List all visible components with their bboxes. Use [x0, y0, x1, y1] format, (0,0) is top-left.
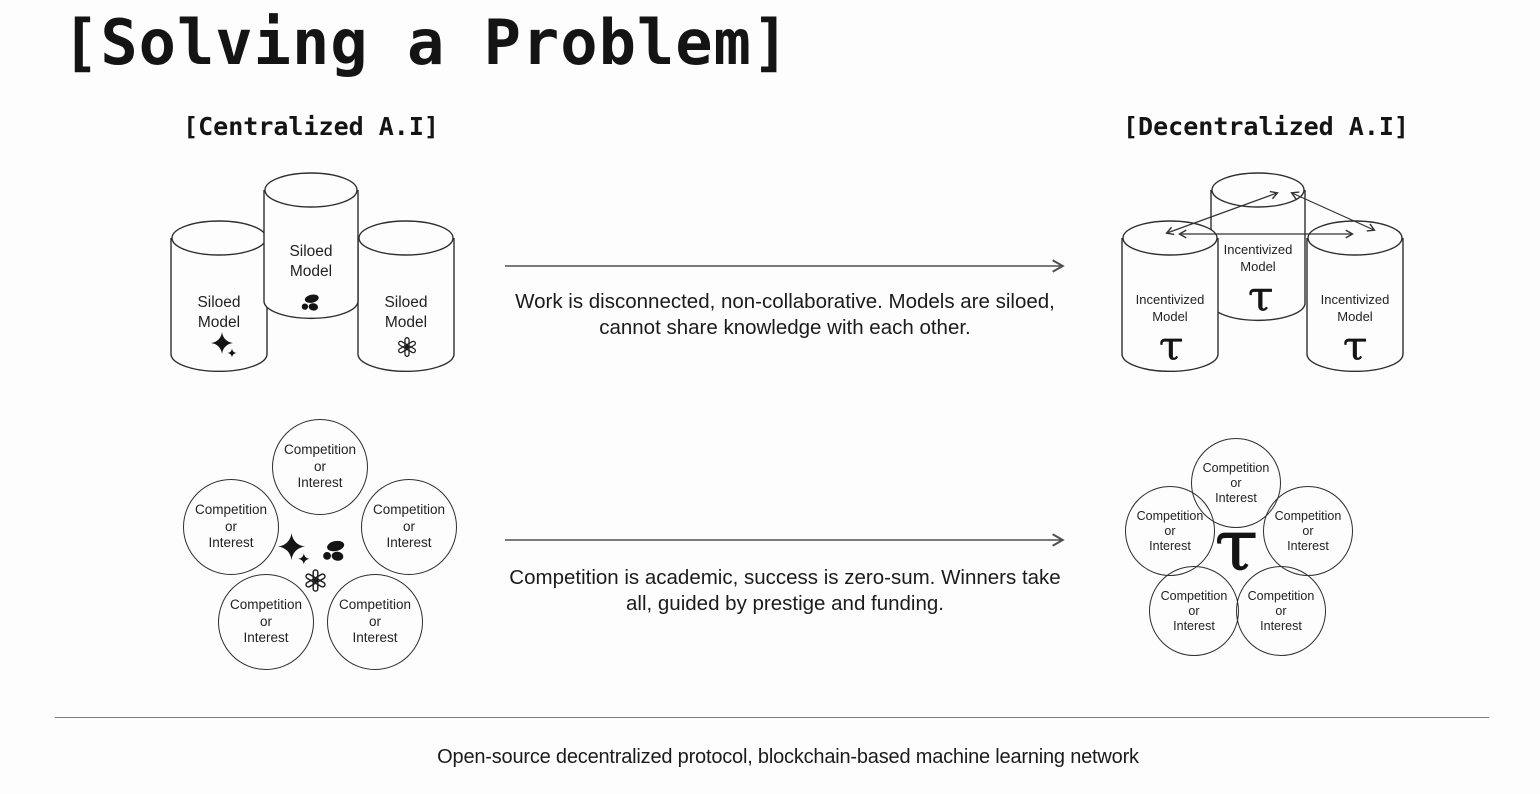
decentralized-label: [Decentralized A.I] [1123, 112, 1409, 141]
tau-icon [1344, 338, 1367, 360]
tau-icon [1249, 288, 1272, 311]
cylinder-label: Siloed Model [197, 294, 241, 332]
competition-circle: Competition or Interest [1125, 486, 1215, 576]
cylinder-label: Siloed Model [289, 243, 333, 281]
circle-label: Competition or Interest [194, 502, 268, 551]
incentivized-model-cylinder: Incentivized Model [1306, 220, 1404, 372]
incentivized-model-cylinder: Incentivized Model [1121, 220, 1219, 372]
competition-circle: Competition or Interest [218, 574, 314, 670]
row2-description: Competition is academic, success is zero… [509, 566, 1061, 616]
openai-icon [303, 568, 328, 593]
competition-circle: Competition or Interest [327, 574, 423, 670]
siloed-model-cylinder: Siloed Model [263, 172, 359, 320]
competition-circle: Competition or Interest [1149, 566, 1239, 656]
siloed-model-cylinder: Siloed Model [170, 220, 268, 372]
competition-circle: Competition or Interest [272, 419, 368, 515]
gemini-sparkle-icon [278, 533, 310, 565]
cylinder-shape [170, 220, 268, 372]
competition-circle: Competition or Interest [1191, 438, 1281, 528]
cylinder-label: Incentivized Model [1320, 292, 1390, 324]
cylinder-label: Siloed Model [384, 294, 428, 332]
competition-circle: Competition or Interest [1236, 566, 1326, 656]
cohere-blobs-icon [300, 293, 321, 314]
circle-label: Competition or Interest [1160, 588, 1228, 633]
circle-label: Competition or Interest [229, 597, 303, 646]
footer-text: Open-source decentralized protocol, bloc… [437, 746, 1139, 768]
cylinder-shape [1306, 220, 1404, 372]
footer-divider [55, 717, 1489, 718]
incentivized-model-cylinder: Incentivized Model [1210, 172, 1306, 322]
competition-circle: Competition or Interest [183, 479, 279, 575]
openai-icon [396, 336, 418, 358]
circle-label: Competition or Interest [372, 502, 446, 551]
page-title: [Solving a Problem] [62, 6, 791, 79]
cylinder-label: Incentivized Model [1223, 242, 1293, 274]
circle-label: Competition or Interest [283, 442, 357, 491]
circle-label: Competition or Interest [1136, 508, 1204, 553]
circle-label: Competition or Interest [1202, 460, 1270, 505]
circle-label: Competition or Interest [338, 597, 412, 646]
cylinder-label: Incentivized Model [1135, 292, 1205, 324]
circle-label: Competition or Interest [1247, 588, 1315, 633]
cylinder-shape [357, 220, 455, 372]
centralized-label: [Centralized A.I] [183, 112, 439, 141]
cylinder-shape [263, 172, 359, 320]
competition-circle: Competition or Interest [361, 479, 457, 575]
circle-label: Competition or Interest [1274, 508, 1342, 553]
tau-icon [1160, 338, 1183, 360]
competition-circle: Competition or Interest [1263, 486, 1353, 576]
siloed-model-cylinder: Siloed Model [357, 220, 455, 372]
cohere-blobs-icon [321, 539, 347, 565]
tau-icon [1217, 532, 1256, 571]
row1-description: Work is disconnected, non-collaborative.… [515, 290, 1055, 340]
gemini-sparkle-icon [211, 332, 237, 358]
